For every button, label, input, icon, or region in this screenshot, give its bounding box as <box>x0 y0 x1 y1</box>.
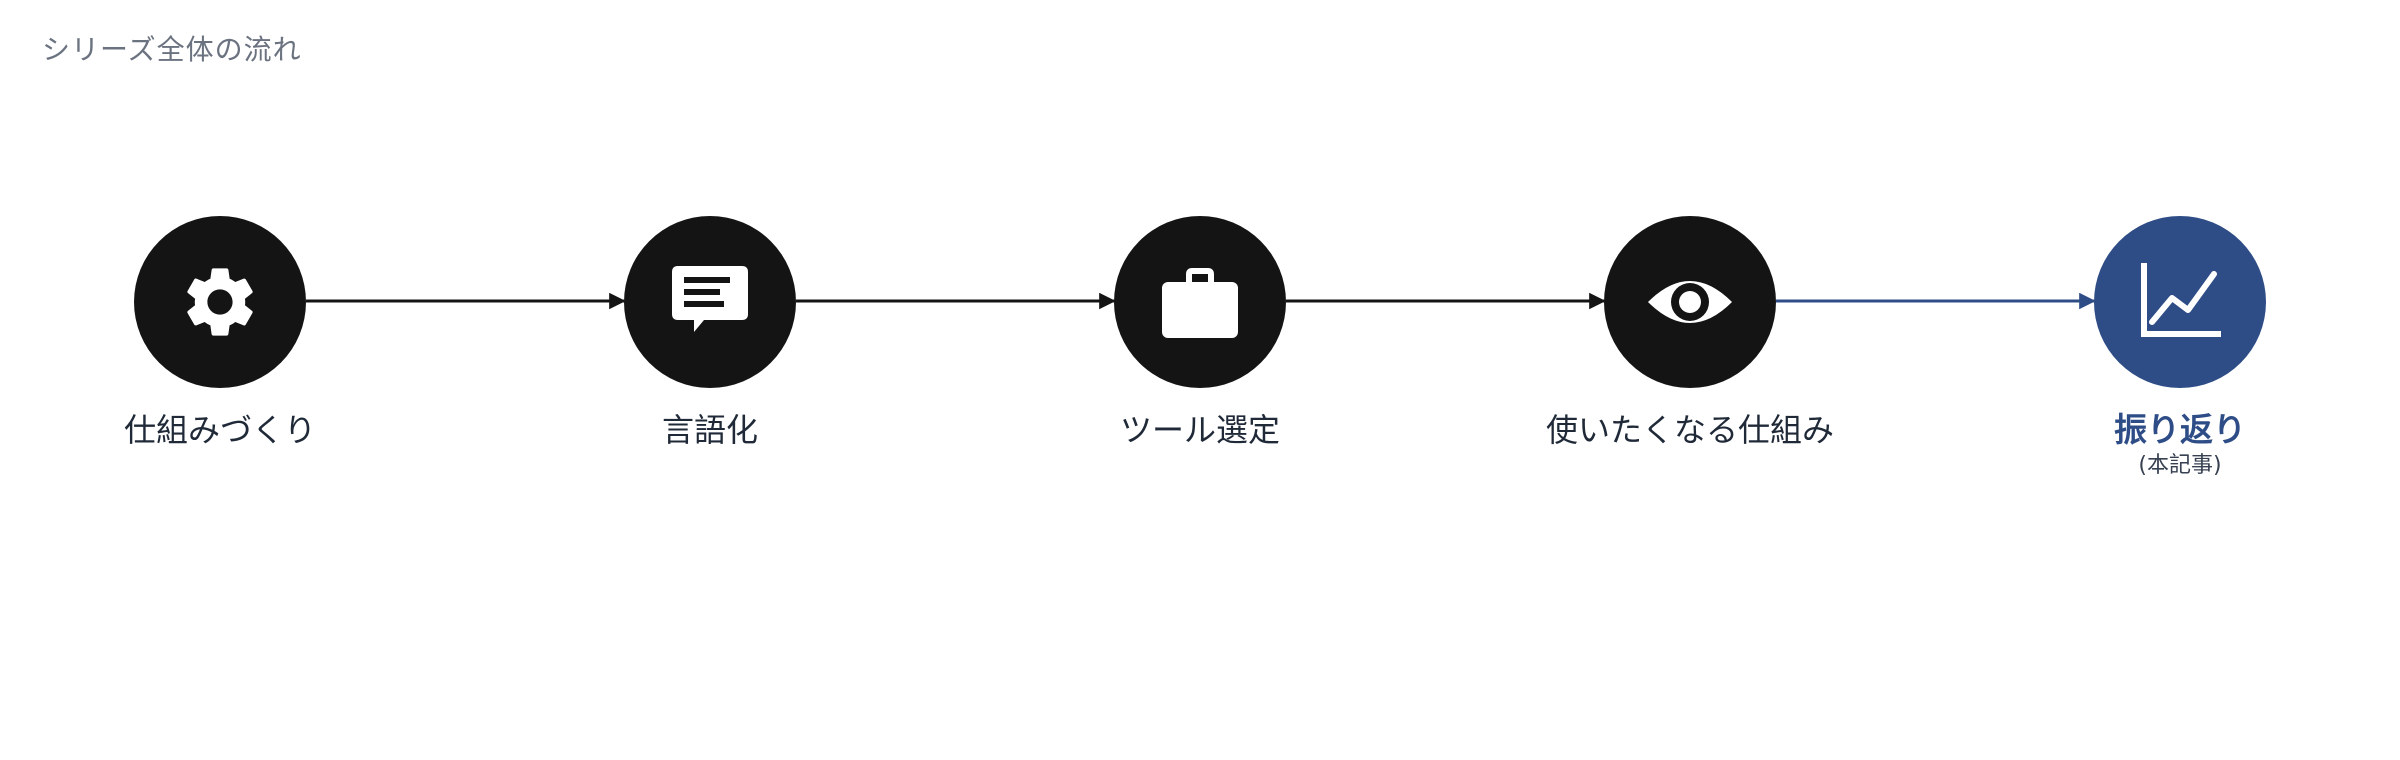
step-circle <box>2094 216 2266 388</box>
step-label: ツール選定 <box>1119 411 1280 449</box>
step-circle <box>1604 216 1776 388</box>
step-tsukaitaku-naru-shikumi: 使いたくなる仕組み <box>1520 216 1860 450</box>
step-label: 言語化 <box>661 411 758 449</box>
step-circle <box>1114 216 1286 388</box>
step-circle <box>624 216 796 388</box>
step-label: 仕組みづくり <box>123 411 316 449</box>
chart-line-icon <box>2141 263 2221 337</box>
eye-icon <box>1648 281 1732 323</box>
step-note: (本記事) <box>2138 453 2222 478</box>
step-shikumi-zukuri: 仕組みづくり <box>50 216 390 450</box>
step-label: 使いたくなる仕組み <box>1545 411 1834 449</box>
step-label: 振り返り <box>2114 410 2246 449</box>
step-circle <box>134 216 306 388</box>
step-gengoka: 言語化 <box>540 216 880 450</box>
step-tool-sentei: ツール選定 <box>1030 216 1370 450</box>
gear-icon <box>187 268 253 336</box>
series-title: シリーズ全体の流れ <box>42 33 302 66</box>
step-furikaeri: 振り返り (本記事) <box>2010 216 2350 480</box>
message-icon <box>672 266 748 332</box>
briefcase-icon <box>1162 268 1238 338</box>
